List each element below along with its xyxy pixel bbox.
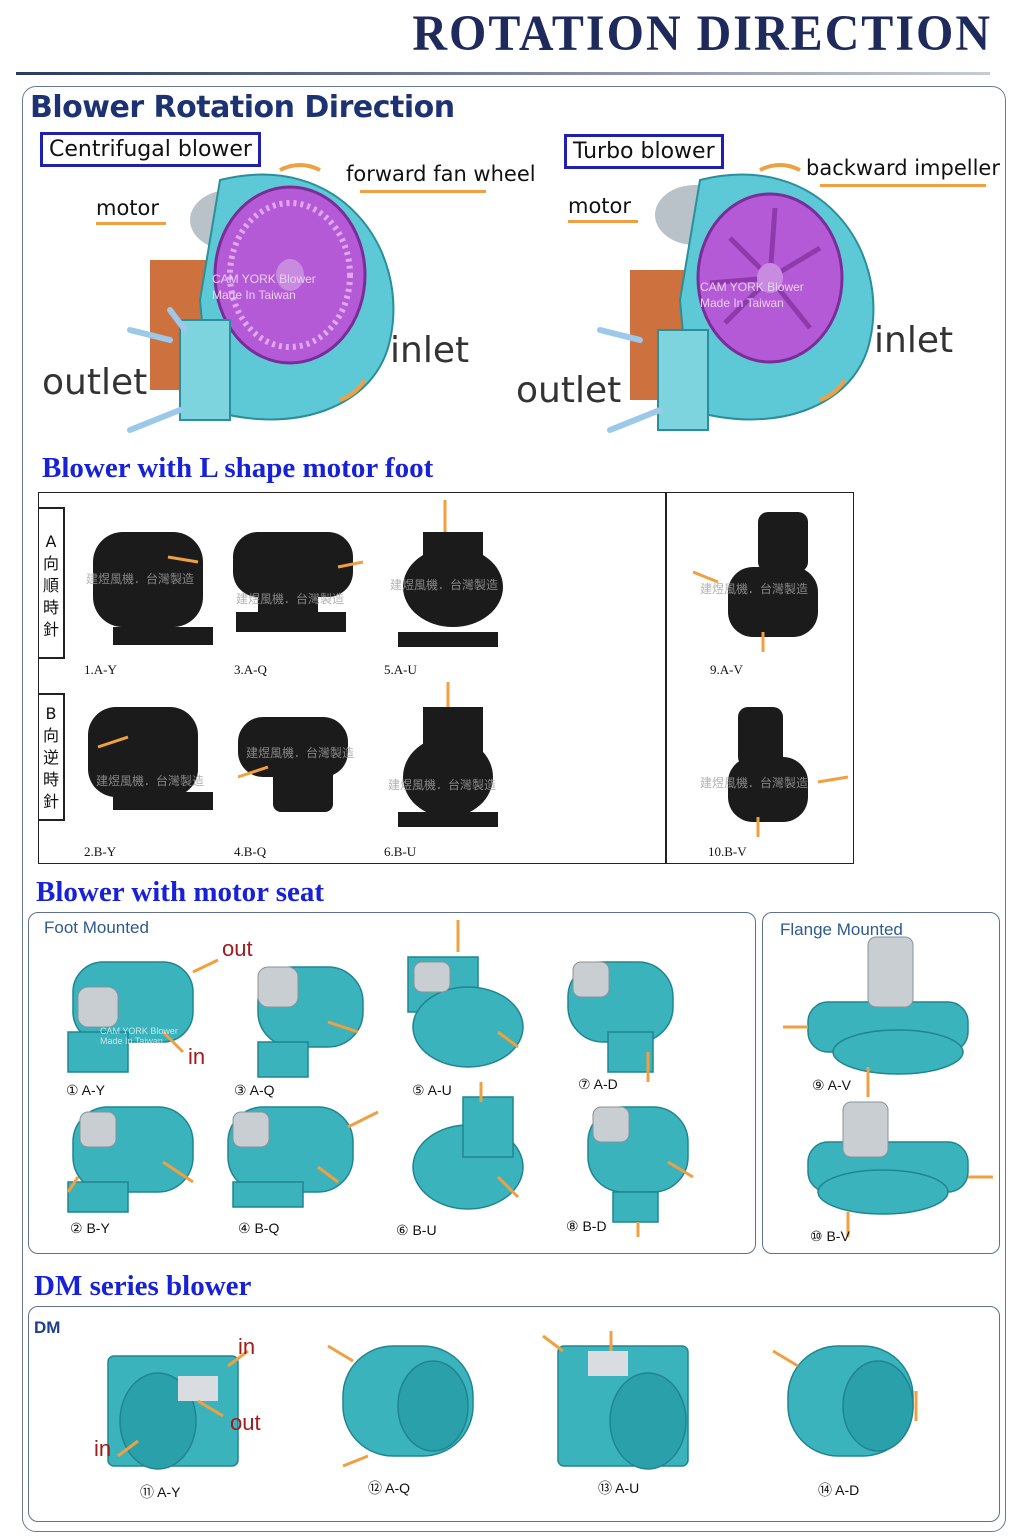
centrifugal-wheel-pointer — [360, 190, 486, 193]
centrifugal-inlet-label: inlet — [390, 330, 470, 371]
motor-seat-heading: Blower with motor seat — [36, 876, 325, 908]
lshape-watermark-8: 建煜風機．台灣製造 — [700, 776, 809, 790]
row-b-label: B向逆時針 — [39, 693, 65, 821]
centrifugal-blower-illustration — [127, 163, 395, 433]
centrifugal-watermark-2: Made In Taiwan — [212, 288, 296, 302]
centrifugal-motor-pointer — [96, 222, 166, 225]
centrifugal-blower-label: Centrifugal blower — [40, 132, 261, 167]
lshape-caption-5: 5.A-U — [384, 662, 417, 677]
title-divider — [16, 72, 990, 75]
lshape-watermark-2: 建煜風機．台灣製造 — [236, 592, 345, 606]
lshape-products — [88, 500, 849, 837]
seat-watermark-1: CAM YORK Blower — [100, 1026, 178, 1036]
dm-heading: DM series blower — [34, 1270, 252, 1302]
centrifugal-watermark-1: CAM YORK Blower — [212, 272, 316, 286]
centrifugal-motor-label: motor — [96, 196, 160, 220]
lshape-watermark-5: 建煜風機．台灣製造 — [96, 774, 205, 788]
lshape-table-divider — [665, 493, 667, 863]
turbo-motor-pointer — [568, 220, 638, 223]
page-title: ROTATION DIRECTION — [412, 5, 992, 62]
content-frame — [22, 86, 1006, 1532]
foot-mounted-panel — [28, 912, 756, 1254]
seat-caption-9: ⑨ A-V — [812, 1077, 852, 1093]
turbo-blower-illustration — [597, 163, 875, 433]
centrifugal-wheel-label: forward fan wheel — [346, 162, 536, 186]
turbo-watermark-1: CAM YORK Blower — [700, 280, 804, 294]
lshape-table: A向順時針 B向逆時針 — [38, 492, 854, 864]
turbo-wheel-label: backward impeller — [806, 156, 1000, 180]
foot-mounted-title: Foot Mounted — [44, 918, 149, 937]
motor-seat-out-label: out — [222, 936, 253, 961]
dm-panel — [28, 1306, 1000, 1522]
dm-panel-title: DM — [34, 1318, 61, 1337]
seat-caption-7: ⑦ A-D — [578, 1076, 618, 1092]
row-a-label-text: A向順時針 — [43, 532, 60, 639]
motor-seat-in-label: in — [188, 1044, 206, 1069]
seat-caption-5: ⑤ A-U — [412, 1082, 452, 1098]
turbo-wheel-pointer — [820, 184, 986, 187]
lshape-caption-6: 6.B-U — [384, 844, 417, 859]
lshape-watermark-7: 建煜風機．台灣製造 — [388, 778, 497, 792]
lshape-caption-2: 2.B-Y — [84, 844, 117, 859]
rotation-heading: Blower Rotation Direction — [30, 90, 455, 125]
lshape-caption-3: 3.A-Q — [234, 662, 267, 677]
lshape-watermark-6: 建煜風機．台灣製造 — [246, 746, 355, 760]
lshape-caption-4: 4.B-Q — [234, 844, 267, 859]
dm-products — [107, 1331, 918, 1470]
dm-caption-13: ⑬ A-U — [598, 1480, 640, 1496]
turbo-inlet-label: inlet — [874, 320, 954, 361]
motor-seat-products — [66, 920, 993, 1237]
turbo-motor-label: motor — [568, 194, 632, 218]
lshape-watermark-1: 建煜風機．台灣製造 — [86, 572, 195, 586]
dm-in-label-1: in — [238, 1334, 256, 1359]
flange-mounted-panel — [762, 912, 1000, 1254]
lshape-caption-9: 9.A-V — [710, 662, 743, 677]
dm-caption-11: ⑪ A-Y — [140, 1484, 181, 1500]
row-b-label-text: B向逆時針 — [43, 704, 60, 811]
lshape-heading: Blower with L shape motor foot — [42, 452, 434, 484]
seat-caption-1: ① A-Y — [66, 1082, 106, 1098]
turbo-blower-label: Turbo blower — [564, 134, 724, 169]
dm-out-label: out — [230, 1410, 261, 1435]
dm-caption-12: ⑫ A-Q — [368, 1480, 411, 1496]
row-a-label: A向順時針 — [39, 507, 65, 659]
centrifugal-outlet-label: outlet — [42, 362, 148, 403]
seat-caption-6: ⑥ B-U — [396, 1222, 437, 1238]
seat-caption-4: ④ B-Q — [238, 1220, 280, 1236]
turbo-watermark-2: Made In Taiwan — [700, 296, 784, 310]
seat-caption-8: ⑧ B-D — [566, 1218, 607, 1234]
lshape-watermark-4: 建煜風機．台灣製造 — [700, 582, 809, 596]
lshape-watermark-3: 建煜風機．台灣製造 — [390, 578, 499, 592]
lshape-caption-1: 1.A-Y — [84, 662, 117, 677]
seat-watermark-2: Made In Taiwan — [100, 1036, 163, 1046]
flange-mounted-title: Flange Mounted — [780, 920, 903, 939]
dm-in-label-2: in — [94, 1436, 112, 1461]
dm-caption-14: ⑭ A-D — [818, 1482, 860, 1498]
seat-caption-3: ③ A-Q — [234, 1082, 275, 1098]
turbo-outlet-label: outlet — [516, 370, 622, 411]
lshape-caption-10: 10.B-V — [708, 844, 747, 859]
seat-caption-10: ⑩ B-V — [810, 1228, 850, 1244]
seat-caption-2: ② B-Y — [70, 1220, 110, 1236]
